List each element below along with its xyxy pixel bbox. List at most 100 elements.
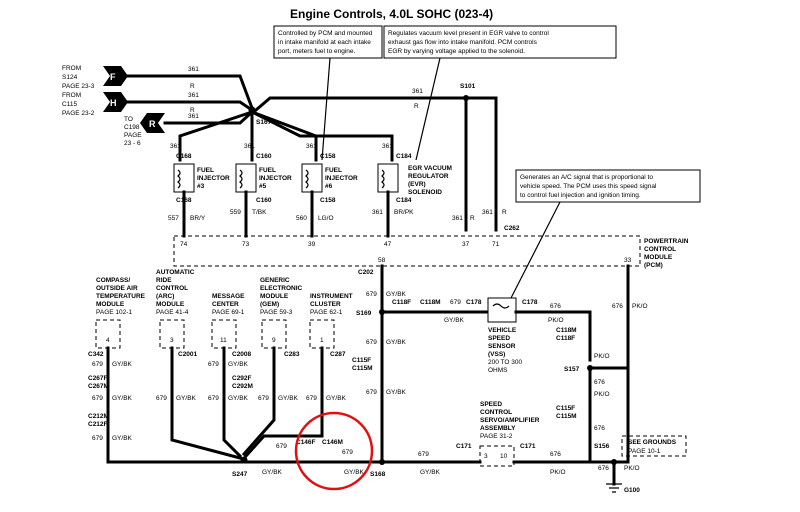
wire-label-559: 559 bbox=[230, 209, 241, 216]
wire-label-557: 557 bbox=[168, 215, 179, 222]
wire-label-361-d: 361 bbox=[412, 88, 423, 95]
wire-label-361-b: 361 bbox=[188, 92, 199, 99]
pcm-label-2: CONTROL bbox=[644, 246, 676, 253]
arc-label-3: CONTROL bbox=[156, 285, 188, 292]
inj5-label-3: #5 bbox=[259, 183, 267, 190]
pcm-pin-37: 37 bbox=[462, 241, 470, 248]
vss-note-line-2: vehicle speed. The PCM uses this speed s… bbox=[520, 183, 657, 190]
wire-label-pko-sc-out: PK/O bbox=[550, 469, 566, 476]
wire-label-r-a: R bbox=[190, 83, 195, 90]
flag-h-label: H bbox=[110, 98, 117, 108]
wire-label-679-cl2: 679 bbox=[276, 443, 287, 450]
pcm-label-1: POWERTRAIN bbox=[644, 238, 689, 245]
pcm-pin-71: 71 bbox=[492, 241, 500, 248]
wire-label-gybk-pcm: GY/BK bbox=[386, 291, 407, 298]
wire-label-r-s101a: R bbox=[470, 215, 475, 222]
pcm-pin-58: 58 bbox=[378, 257, 386, 264]
wire-label-679-gem: 679 bbox=[258, 395, 269, 402]
wire-label-lg-o: LG/O bbox=[318, 215, 334, 222]
wire-label-br-y: BR/Y bbox=[190, 215, 206, 222]
conn-c178-a: C178 bbox=[466, 299, 482, 306]
wire-label-679-mid: 679 bbox=[366, 339, 377, 346]
pcm-label-3: MODULE bbox=[644, 254, 673, 261]
from-c115-1: FROM bbox=[62, 92, 81, 99]
gem-label-1: GENERIC bbox=[260, 277, 290, 284]
to-c198-4: 23 - 6 bbox=[124, 140, 141, 147]
from-s124-2: S124 bbox=[62, 74, 78, 81]
conn-c146f: C146F bbox=[296, 439, 316, 446]
flag-f bbox=[103, 66, 128, 86]
inj6-label-2: INJECTOR bbox=[325, 175, 358, 182]
wire-label-679-msg: 679 bbox=[208, 361, 219, 368]
egr-note-box bbox=[383, 25, 617, 59]
wire-cluster bbox=[243, 346, 324, 459]
conn-c118m-1: C118M bbox=[420, 299, 441, 306]
sc-label-3: SERVO/AMPLIFIER bbox=[480, 417, 540, 424]
pcm-pin-47: 47 bbox=[384, 241, 392, 248]
conn-c184-bot: C184 bbox=[396, 197, 412, 204]
injector-5-coil bbox=[239, 169, 243, 189]
conn-c115f-2: C115F bbox=[556, 405, 575, 412]
wire-label-676-sc: 676 bbox=[594, 379, 605, 386]
msg-pin-11: 11 bbox=[220, 337, 227, 344]
injector-note-box bbox=[273, 25, 383, 59]
wire-label-361-s101a: 361 bbox=[452, 215, 463, 222]
conn-c171-a: C171 bbox=[456, 443, 472, 450]
conn-c171-b: C171 bbox=[520, 443, 536, 450]
conn-c115f: C115F bbox=[352, 357, 371, 364]
wire-label-361-egr: 361 bbox=[382, 143, 393, 150]
gem-label-2: ELECTRONIC bbox=[260, 285, 303, 292]
wire-label-361-egr-bot: 361 bbox=[372, 209, 383, 216]
splice-s167-label: S167 bbox=[256, 119, 272, 126]
vss-symbol bbox=[487, 297, 517, 323]
conn-c146m: C146M bbox=[322, 439, 343, 446]
conn-c184-top: C184 bbox=[396, 153, 412, 160]
injector-note-pointer bbox=[321, 57, 331, 161]
conn-c283: C283 bbox=[284, 351, 300, 358]
wire-361-main bbox=[253, 96, 468, 232]
wire-egr-feed bbox=[249, 109, 394, 162]
from-s124-3: PAGE 23-3 bbox=[62, 83, 95, 90]
vss-label-5: 200 TO 300 bbox=[488, 359, 522, 366]
wire-label-679-cl: 679 bbox=[306, 395, 317, 402]
gem-label-4: (GEM) bbox=[260, 301, 279, 308]
splice-s156-label: S156 bbox=[594, 443, 610, 450]
from-c115-3: PAGE 23-2 bbox=[62, 110, 95, 117]
gem-pin-9: 9 bbox=[272, 337, 276, 344]
wire-label-gybk-sc: GY/BK bbox=[420, 469, 441, 476]
compass-label-2: OUTSIDE AIR bbox=[96, 285, 138, 292]
wire-label-r-b: R bbox=[190, 107, 195, 114]
injector-note-line-2: in intake manifold at each intake bbox=[278, 39, 371, 46]
wire-label-gybk-vss: GY/BK bbox=[444, 317, 465, 324]
arc-label-4: (ARC) bbox=[156, 293, 174, 300]
flag-h bbox=[103, 92, 128, 112]
wire-label-361-s101b: 361 bbox=[482, 209, 493, 216]
wire-arc bbox=[170, 346, 242, 460]
wire-label-gybk-cl: GY/BK bbox=[326, 395, 347, 402]
wire-label-676-vss: 676 bbox=[550, 303, 561, 310]
wire-label-gybk-gem: GY/BK bbox=[278, 395, 299, 402]
egr-note-line-1: Regulates vacuum level present in EGR va… bbox=[388, 30, 549, 37]
vss-note-line-3: to control fuel injection and ignition t… bbox=[520, 192, 641, 199]
compass-label-4: MODULE bbox=[96, 301, 125, 308]
highlight-circle bbox=[294, 411, 374, 491]
injector-6-symbol bbox=[301, 163, 323, 193]
to-c198-3: PAGE bbox=[124, 132, 142, 139]
wire-label-361-inj5: 361 bbox=[244, 143, 255, 150]
wire-label-679-cmp-2: 679 bbox=[92, 395, 103, 402]
splice-s157-label: S157 bbox=[564, 366, 580, 373]
egr-solenoid-symbol bbox=[377, 163, 399, 193]
sc-label-5: PAGE 31-2 bbox=[480, 433, 513, 440]
splice-s247-label: S247 bbox=[232, 471, 248, 478]
wire-label-pko-gnd: PK/O bbox=[624, 465, 640, 472]
flag-r bbox=[140, 113, 165, 133]
vss-label-1: VEHICLE bbox=[488, 327, 517, 334]
egr-note-pointer bbox=[415, 57, 441, 161]
pcm-label-4: (PCM) bbox=[644, 262, 663, 269]
grounds-label-2: PAGE 10-1 bbox=[628, 448, 661, 455]
speed-control-box bbox=[479, 445, 515, 467]
arc-label-6: PAGE 41-4 bbox=[156, 309, 189, 316]
grounds-box bbox=[621, 435, 687, 457]
